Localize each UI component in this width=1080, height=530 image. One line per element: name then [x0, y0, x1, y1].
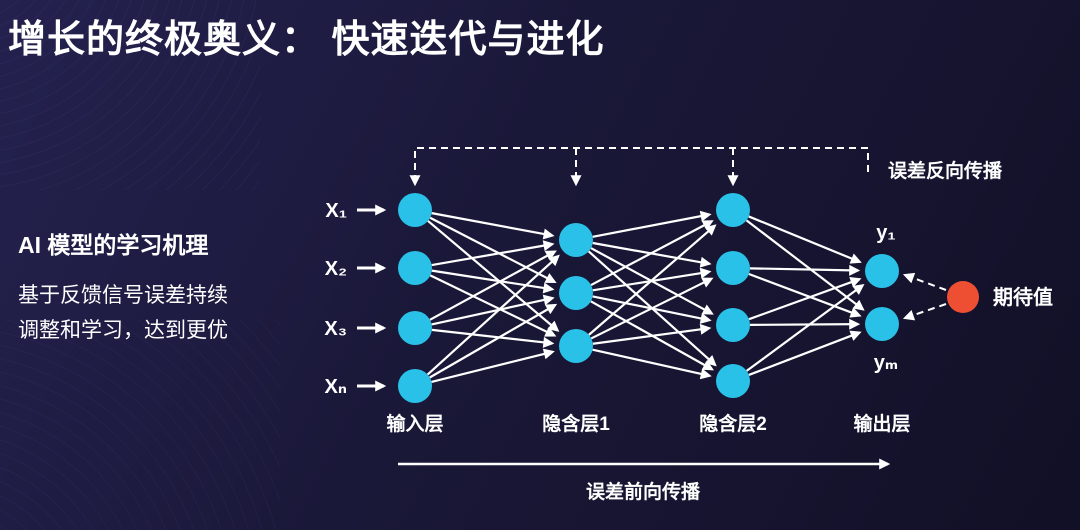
neuron-node: [559, 223, 593, 257]
target-arrow: [902, 272, 947, 291]
connection-line: [588, 224, 717, 336]
neuron-node: [716, 251, 750, 285]
left-panel-heading: AI 模型的学习机理: [18, 232, 209, 258]
connection-line: [749, 264, 861, 276]
connection-line: [431, 269, 555, 294]
neuron-node: [398, 251, 432, 285]
connection-line: [431, 212, 555, 240]
target-arrow: [902, 303, 947, 321]
connection-line: [431, 240, 555, 267]
connection-line: [749, 318, 861, 330]
neuron-node: [716, 308, 750, 342]
output-label: y₁: [876, 222, 895, 244]
connection-line: [590, 220, 714, 287]
connection-line: [592, 323, 712, 345]
connection-line: [431, 294, 555, 326]
connection-line: [429, 303, 558, 379]
connection-line: [427, 220, 560, 332]
connection-line: [426, 254, 560, 376]
neuron-node: [865, 307, 899, 341]
layer-label: 输出层: [853, 412, 910, 435]
input-label: X₃: [324, 318, 347, 340]
target-label: 期待值: [993, 285, 1053, 309]
connection-line: [745, 219, 865, 311]
connection-line: [748, 272, 862, 318]
input-label: X₁: [325, 200, 347, 222]
forward-label: 误差前向传播: [586, 480, 701, 503]
connection-line: [748, 215, 862, 264]
connection-line: [590, 277, 714, 340]
neuron-node: [398, 369, 432, 403]
neuron-node: [716, 364, 750, 398]
input-label: Xₙ: [325, 376, 347, 398]
connection-line: [429, 250, 557, 321]
layer-label: 隐含层1: [542, 412, 610, 435]
connection-line: [592, 348, 712, 380]
left-panel-text-line1: 基于反馈信号误差持续: [18, 284, 228, 307]
backprop-label: 误差反向传播: [888, 159, 1003, 182]
output-label: yₘ: [874, 352, 898, 374]
connection-line: [746, 283, 865, 372]
backprop-path: [409, 147, 869, 187]
neuron-node: [559, 329, 593, 363]
left-panel-text-line2: 调整和学习，达到更优: [18, 319, 228, 342]
connection-line: [431, 328, 555, 348]
layer-label: 隐含层2: [699, 412, 767, 435]
connection-line: [748, 330, 862, 376]
neuron-node: [716, 193, 750, 227]
input-label: X₂: [325, 258, 347, 280]
connection-line: [431, 348, 555, 383]
left-panel: AI 模型的学习机理 基于反馈信号误差持续 调整和学习，达到更优: [18, 226, 228, 348]
connection-line: [429, 216, 557, 284]
target-node: [947, 281, 979, 313]
neuron-node: [865, 254, 899, 288]
neuron-node: [559, 276, 593, 310]
neuron-node: [398, 311, 432, 345]
connection-line: [748, 277, 862, 321]
neuron-node: [398, 193, 432, 227]
connection-line: [592, 210, 712, 238]
layer-label: 输入层: [386, 412, 443, 435]
connection-line: [429, 274, 557, 337]
slide-title: 增长的终极奥义： 快速迭代与进化: [8, 19, 605, 61]
